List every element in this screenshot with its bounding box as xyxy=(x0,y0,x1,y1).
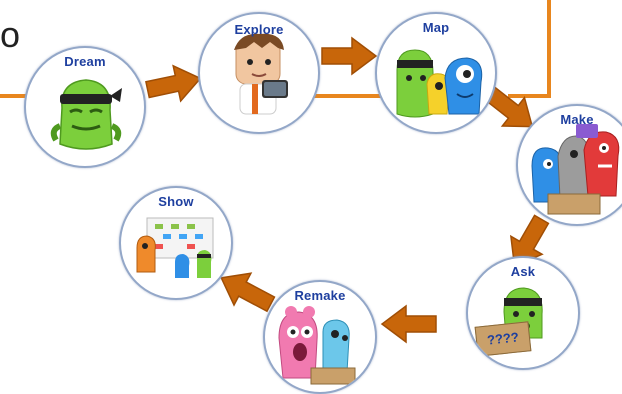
step-ask[interactable]: Ask ???? xyxy=(466,256,580,370)
arrow-dream-explore xyxy=(145,64,202,103)
path-line-left xyxy=(0,94,40,98)
ask-box-text: ???? xyxy=(486,329,520,348)
step-show[interactable]: Show xyxy=(119,186,233,300)
path-line-right xyxy=(508,94,551,98)
ask-box: ???? xyxy=(474,321,532,357)
step-map-label: Map xyxy=(422,20,450,35)
arrow-remake-show xyxy=(220,272,276,313)
path-line-middle xyxy=(312,94,382,98)
show-presentation-image xyxy=(136,217,214,278)
step-dream[interactable]: Dream xyxy=(24,46,146,168)
step-remake-label: Remake xyxy=(294,288,346,303)
step-dream-label: Dream xyxy=(64,54,106,69)
make-monsters-image xyxy=(531,124,620,215)
remake-monsters-image xyxy=(278,306,356,385)
explore-character-image xyxy=(234,33,288,115)
map-monsters-image xyxy=(396,49,483,118)
step-make[interactable]: Make xyxy=(516,104,622,226)
cut-off-text: o xyxy=(0,14,21,55)
step-map[interactable]: Map xyxy=(375,12,497,134)
arrow-make-ask xyxy=(509,214,550,268)
step-explore-label: Explore xyxy=(234,22,284,37)
path-line-vertical xyxy=(547,0,551,98)
dream-monster-image xyxy=(50,79,122,150)
arrow-explore-map xyxy=(321,36,378,76)
step-ask-label: Ask xyxy=(510,264,536,279)
step-explore[interactable]: Explore xyxy=(198,12,320,134)
step-show-label: Show xyxy=(158,194,194,209)
arrow-ask-remake xyxy=(380,304,437,344)
step-remake[interactable]: Remake xyxy=(263,280,377,394)
step-make-label: Make xyxy=(560,112,594,127)
